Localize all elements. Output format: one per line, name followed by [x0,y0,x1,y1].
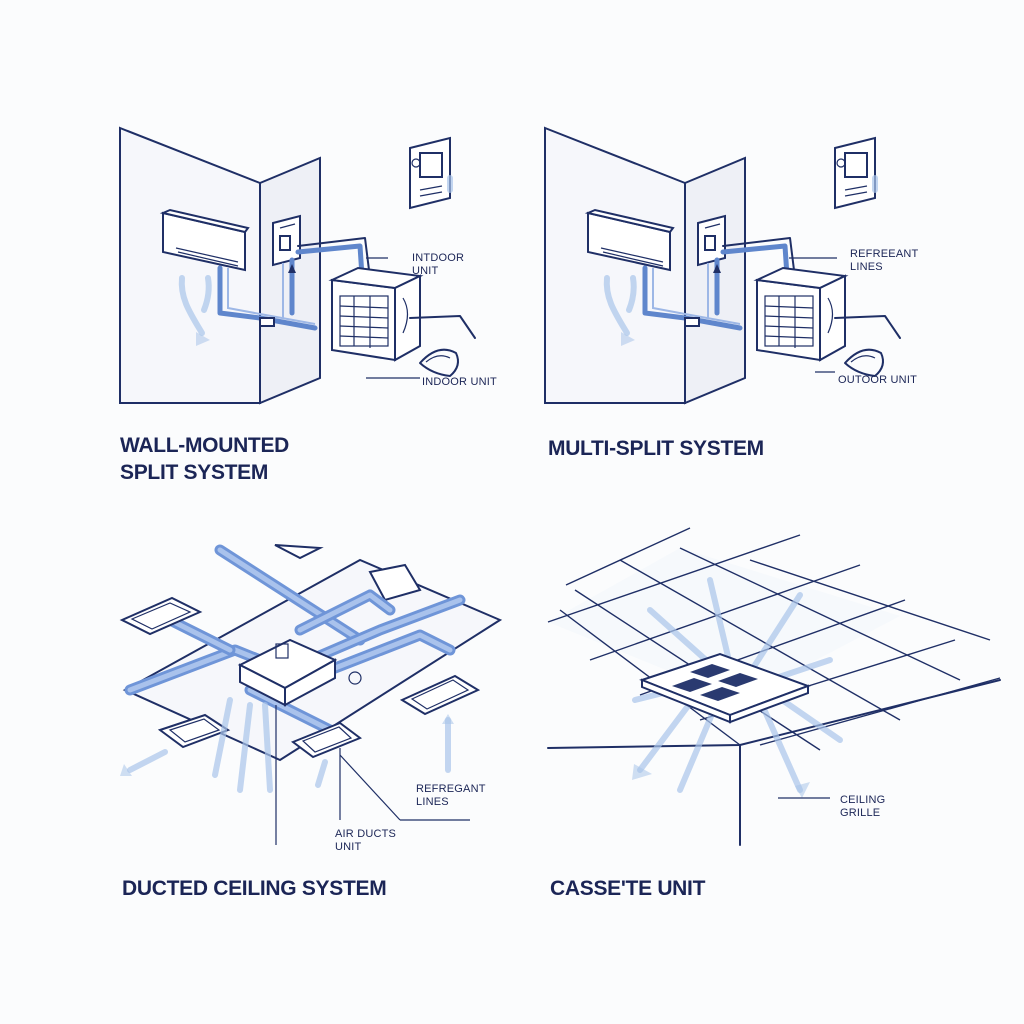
callout-refrigerant-lines: REFREEANT LINES [850,248,919,273]
ceiling-diffuser [119,596,203,636]
ceiling-diffuser [290,721,363,759]
callout-ceiling-grille: CEILING GRILLE [840,794,886,819]
callout-refrigerant-lines: REFREGANT LINES [416,783,486,808]
callout-indoor-unit: INTDOOR UNIT [412,252,465,277]
ceiling-diffuser [399,674,481,716]
grille-vent [672,678,712,692]
callout-indoor-unit-bottom: INDOOR UNIT [422,376,497,388]
panel-multi-split [545,128,900,403]
air-handler-unit [237,638,338,707]
grille-vent [690,664,730,678]
panel-title-ducted-ceiling: DUCTED CEILING SYSTEM [122,877,387,900]
panel-title-multi-split: MULTI-SPLIT SYSTEM [548,437,764,460]
callout-air-ducts-unit: AIR DUCTS UNIT [335,828,397,853]
panel-title-wall-mounted: WALL-MOUNTED SPLIT SYSTEM [120,434,290,484]
panel-cassette-unit [547,527,1001,846]
ceiling-diffuser [157,713,231,749]
grille-vent [718,673,758,687]
panel-wall-mounted [120,128,475,403]
panel-ducted-ceiling [119,544,503,845]
panel-title-cassette: CASSE'TE UNIT [550,877,706,900]
grille-vent [700,687,740,701]
callout-outdoor-unit: OUTOOR UNIT [838,374,917,386]
cassette-unit [639,652,811,724]
